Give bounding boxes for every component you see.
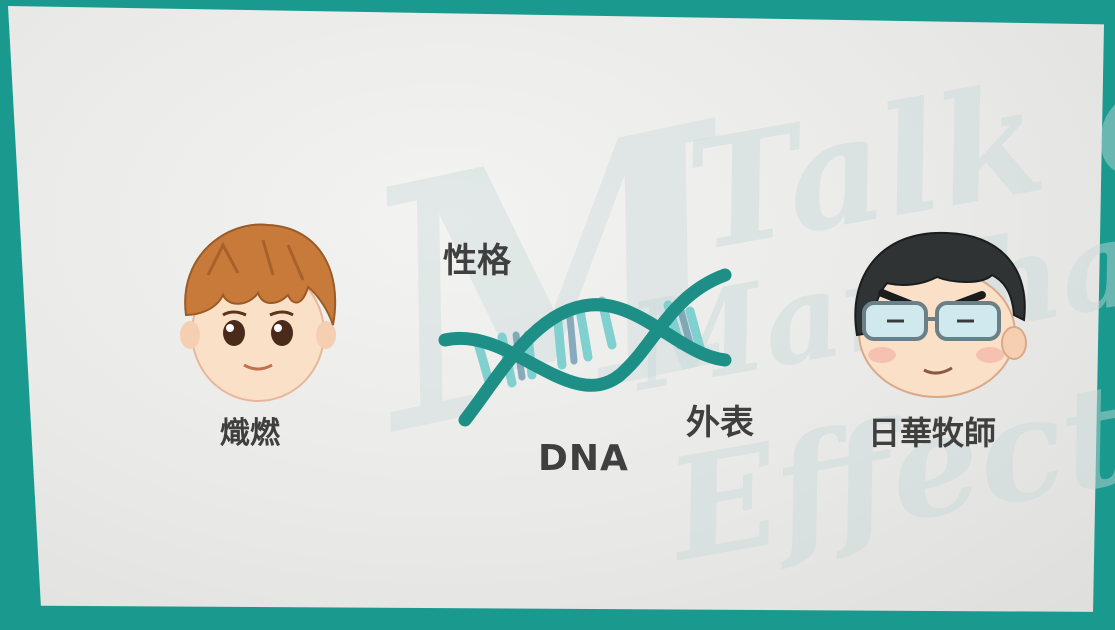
- dna-helix-icon: [438, 268, 732, 427]
- boy-name-label: 熾燃: [220, 416, 280, 451]
- personality-label: 性格: [443, 241, 511, 281]
- pastor-avatar: [854, 231, 1027, 398]
- dna-label: DNA: [538, 438, 629, 479]
- pastor-name-label: 日華牧師: [868, 414, 997, 452]
- boy-avatar: [180, 223, 337, 402]
- appearance-label: 外表: [686, 403, 754, 443]
